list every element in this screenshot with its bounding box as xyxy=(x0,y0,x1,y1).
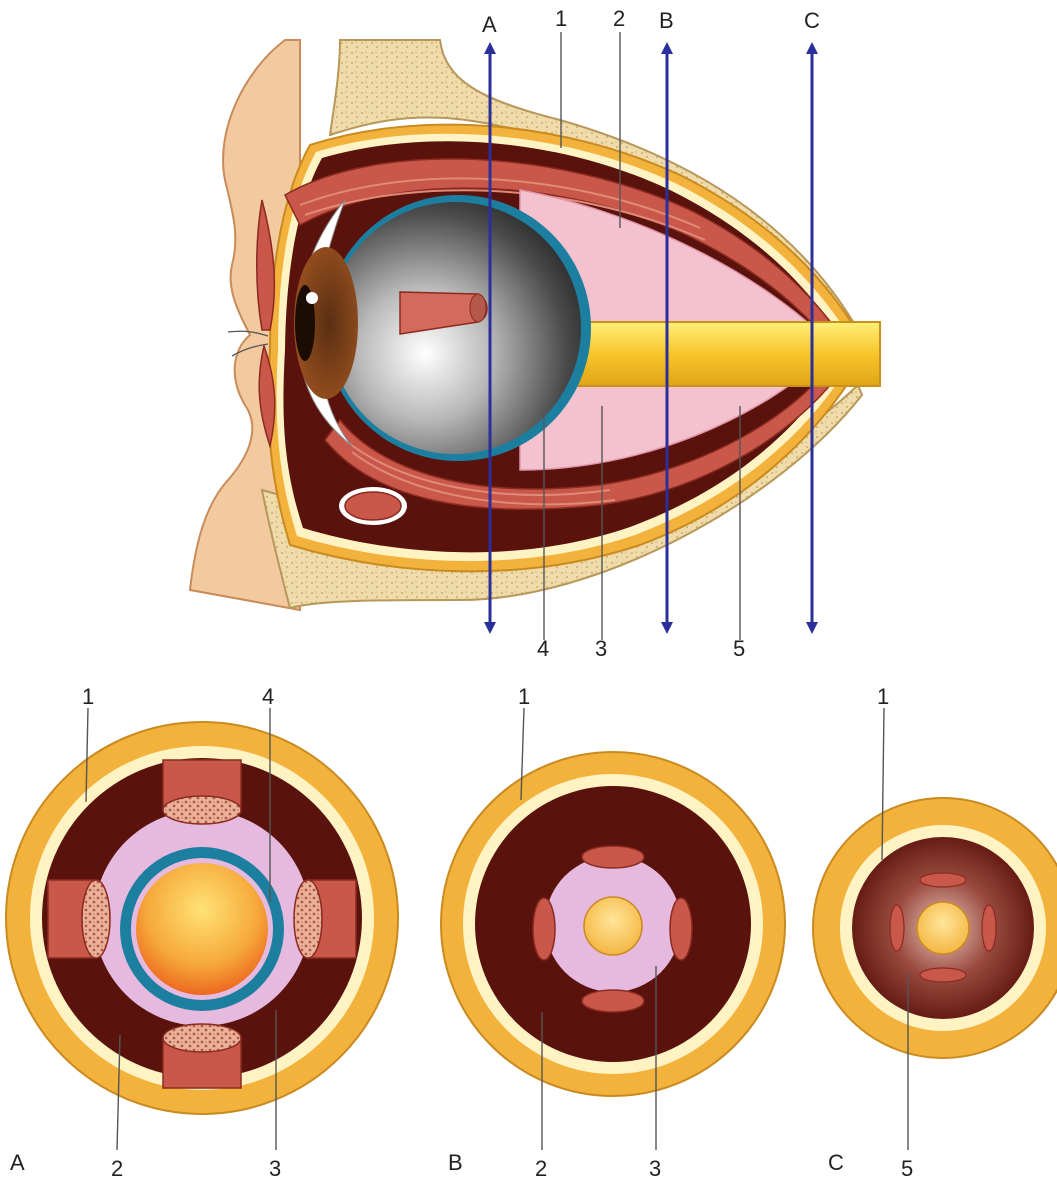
section-a-superior-rectus xyxy=(163,760,241,824)
section-b-inferior-rectus xyxy=(582,990,644,1012)
cut-label-c: C xyxy=(804,8,820,33)
sagittal-label-2: 2 xyxy=(613,6,625,31)
optic-nerve xyxy=(560,322,880,386)
cross-section-a: 1 4 2 3 A xyxy=(6,684,398,1178)
section-a-inferior-rectus xyxy=(163,1024,241,1088)
section-a-label-2: 2 xyxy=(111,1156,123,1178)
section-c-medial-rectus xyxy=(890,905,904,951)
sagittal-label-3: 3 xyxy=(595,636,607,661)
section-c-label-5: 5 xyxy=(901,1156,913,1178)
cut-label-a: A xyxy=(482,12,497,37)
sagittal-section: A B C 1 2 4 3 5 xyxy=(190,6,880,661)
section-b-label-2: 2 xyxy=(535,1156,547,1178)
section-a-globe xyxy=(136,863,268,995)
section-b-letter: B xyxy=(448,1150,463,1175)
section-a-lateral-rectus xyxy=(294,880,356,958)
section-a-label-3: 3 xyxy=(269,1156,281,1178)
section-c-superior-rectus xyxy=(920,873,966,887)
section-b-label-1: 1 xyxy=(518,684,530,709)
section-a-label-4: 4 xyxy=(262,684,274,709)
sagittal-label-4: 4 xyxy=(537,636,549,661)
section-b-superior-rectus xyxy=(582,846,644,868)
section-c-optic-nerve xyxy=(917,902,969,954)
section-a-medial-rectus xyxy=(48,880,110,958)
section-c-inferior-rectus xyxy=(920,968,966,982)
section-a-label-1: 1 xyxy=(82,684,94,709)
cut-label-b: B xyxy=(659,8,674,33)
section-b-optic-nerve xyxy=(584,897,642,955)
section-a-letter: A xyxy=(10,1150,25,1175)
sagittal-label-1: 1 xyxy=(555,6,567,31)
section-c-letter: C xyxy=(828,1150,844,1175)
section-b-medial-rectus xyxy=(533,898,555,960)
section-c-lateral-rectus xyxy=(982,905,996,951)
section-b-label-3: 3 xyxy=(649,1156,661,1178)
eyeball xyxy=(329,202,581,454)
section-c-label-1: 1 xyxy=(877,684,889,709)
sagittal-label-5: 5 xyxy=(733,636,745,661)
corneal-highlight xyxy=(306,292,318,304)
cross-section-b: 1 2 3 B xyxy=(441,684,785,1178)
cross-section-c: 1 5 C xyxy=(813,684,1057,1178)
section-b-lateral-rectus xyxy=(670,898,692,960)
